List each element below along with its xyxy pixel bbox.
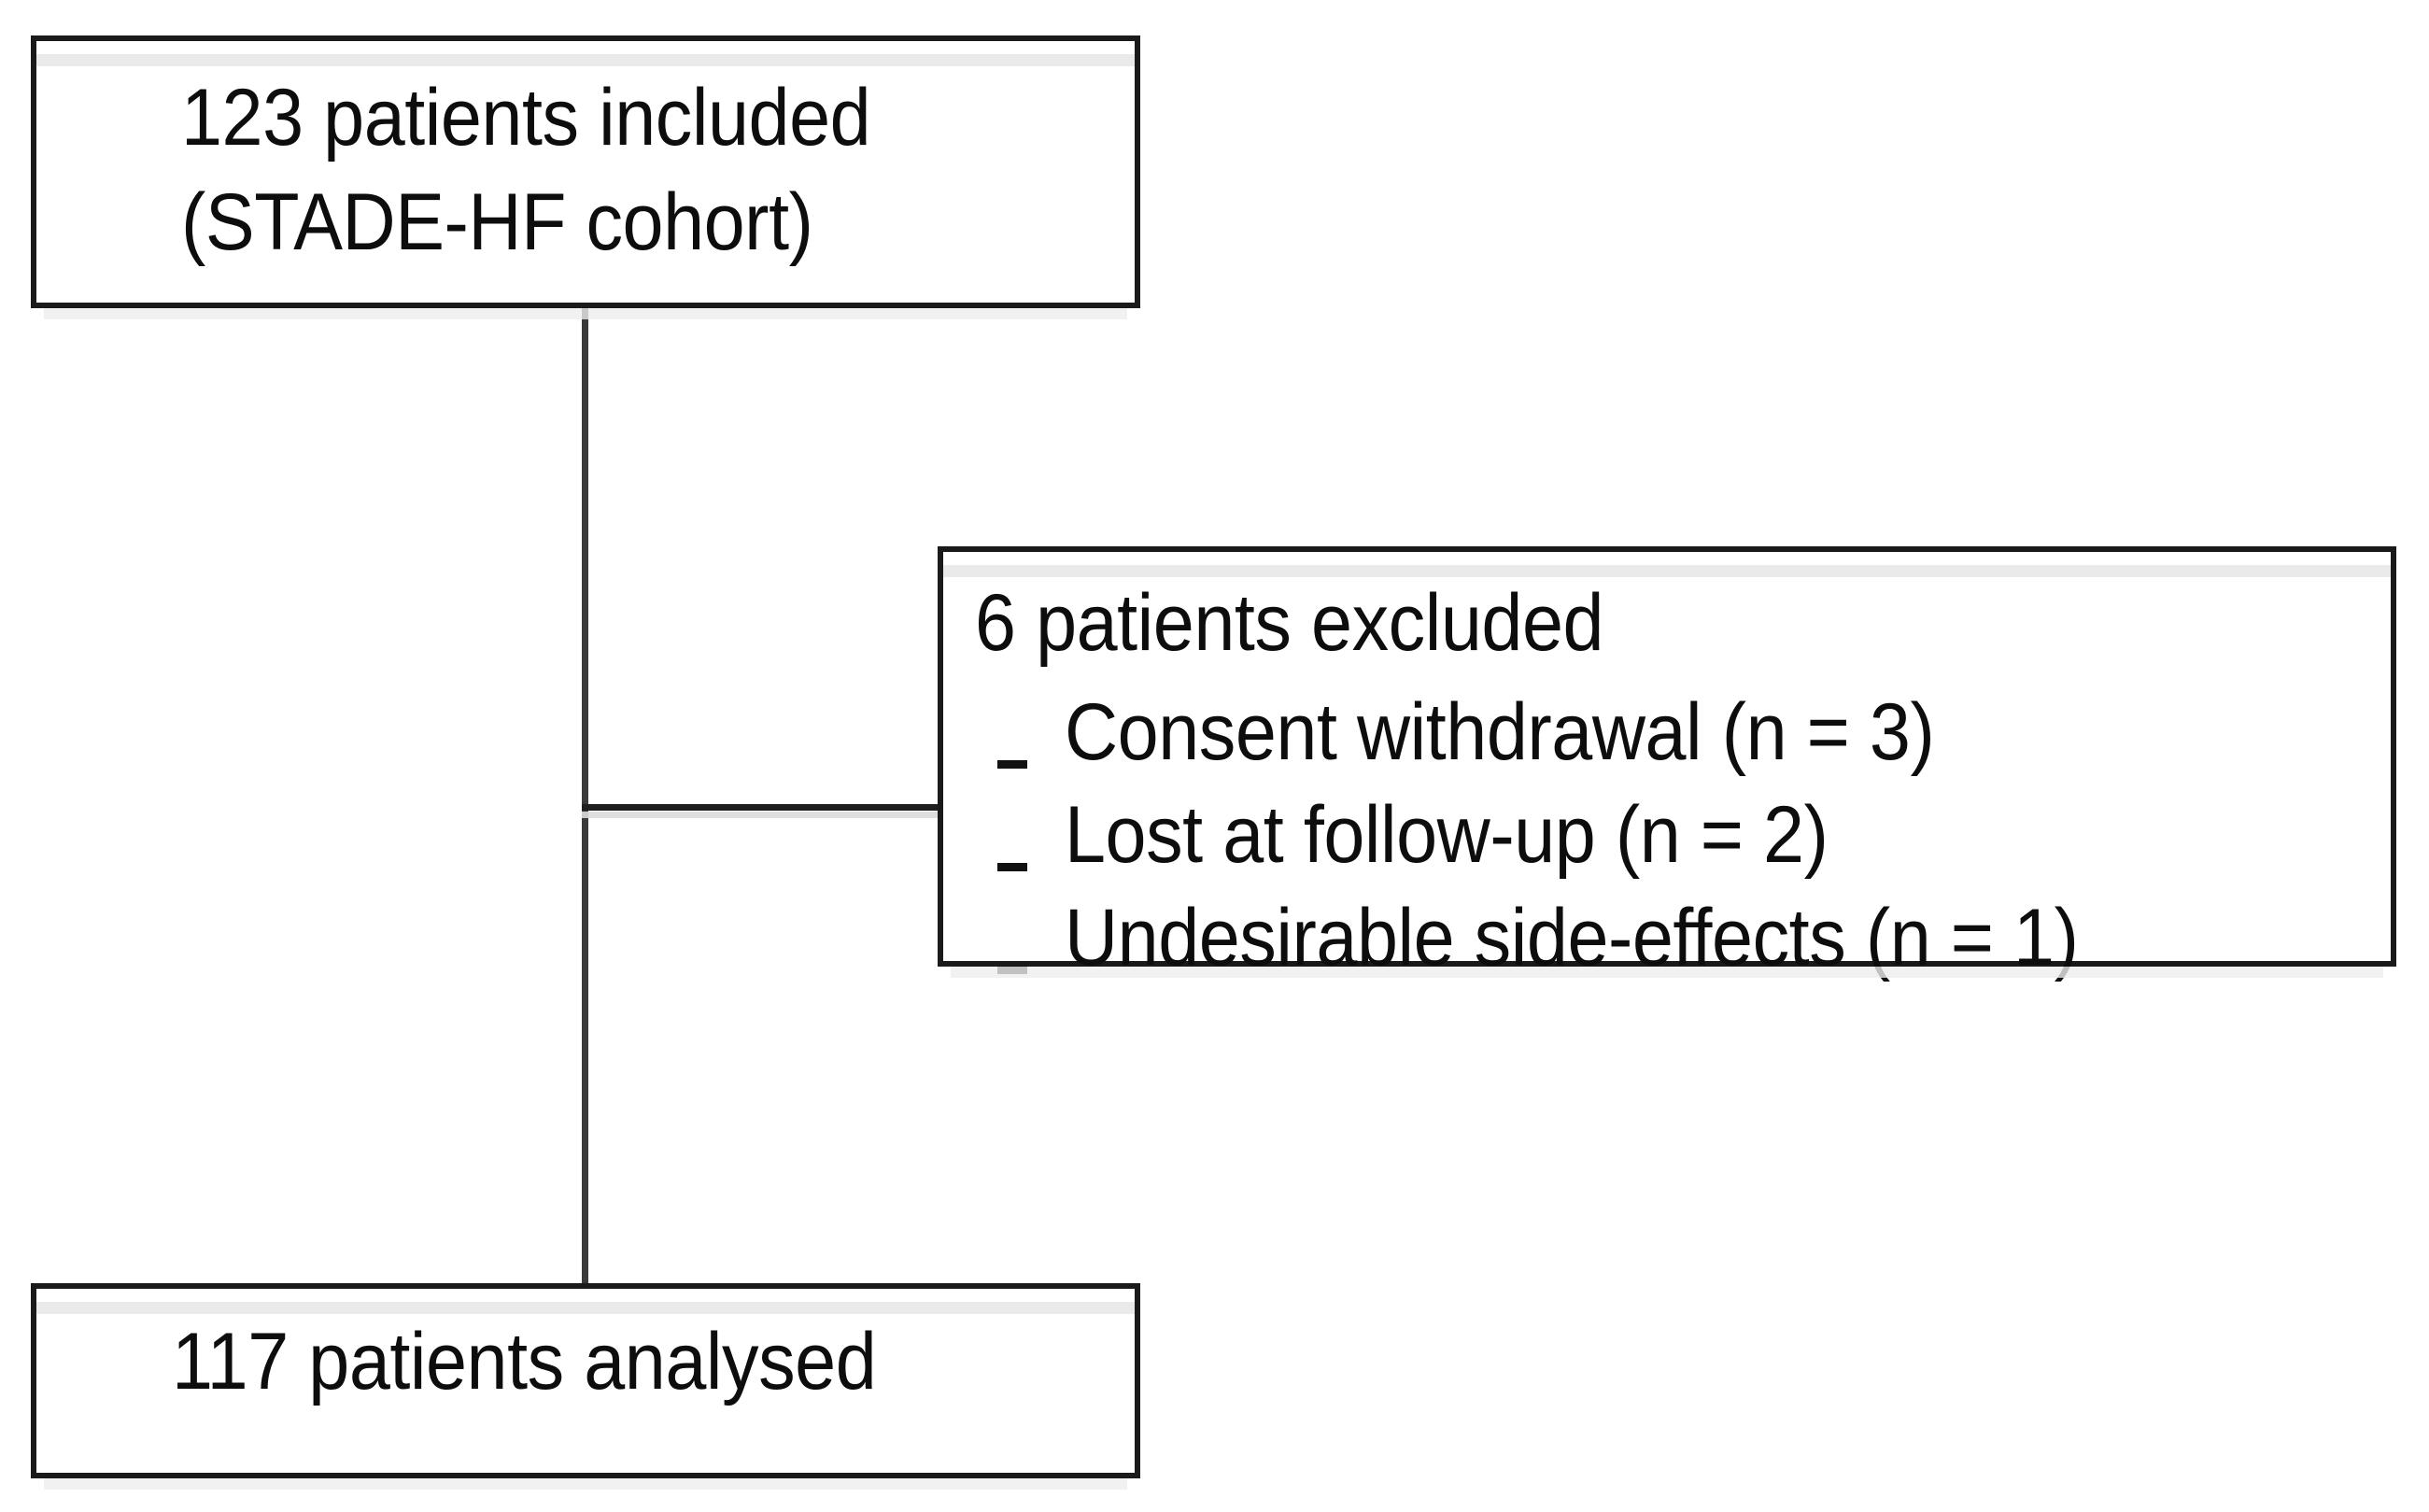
dash-bullet-icon [997, 760, 1027, 769]
node-excluded-content: 6 patients excluded Consent withdrawal (… [975, 571, 2381, 989]
exclusion-reason-item: Undesirable side-effects (n = 1) [975, 886, 2381, 989]
node-included-line2: (STADE-HF cohort) [181, 177, 813, 267]
connector-included-to-excluded [582, 804, 942, 811]
exclusion-reason-label: Consent withdrawal (n = 3) [1065, 687, 1935, 777]
node-excluded-box: 6 patients excluded Consent withdrawal (… [938, 546, 2396, 982]
connector-branch-shadow [582, 812, 942, 818]
node-analysed-box: 117 patients analysed [31, 1283, 1140, 1490]
node-excluded-heading: 6 patients excluded [975, 578, 1604, 668]
connector-included-to-analysed [582, 304, 588, 1289]
node-analysed-text: 117 patients analysed [172, 1309, 877, 1414]
node-included-text: 123 patients included (STADE-HF cohort) [181, 65, 871, 275]
exclusion-reason-item: Lost at follow-up (n = 2) [975, 784, 2381, 886]
exclusion-reason-item: Consent withdrawal (n = 3) [975, 681, 2381, 784]
dash-bullet-icon [997, 863, 1027, 871]
exclusion-reason-label: Undesirable side-effects (n = 1) [1065, 893, 2079, 982]
exclusion-reason-label: Lost at follow-up (n = 2) [1065, 790, 1829, 880]
dash-bullet-icon [997, 966, 1027, 974]
node-included-line1: 123 patients included [181, 73, 871, 163]
node-included-box: 123 patients included (STADE-HF cohort) [31, 35, 1140, 319]
node-analysed-line1: 117 patients analysed [172, 1317, 877, 1406]
exclusion-reason-list: Consent withdrawal (n = 3) Lost at follo… [975, 681, 2381, 989]
